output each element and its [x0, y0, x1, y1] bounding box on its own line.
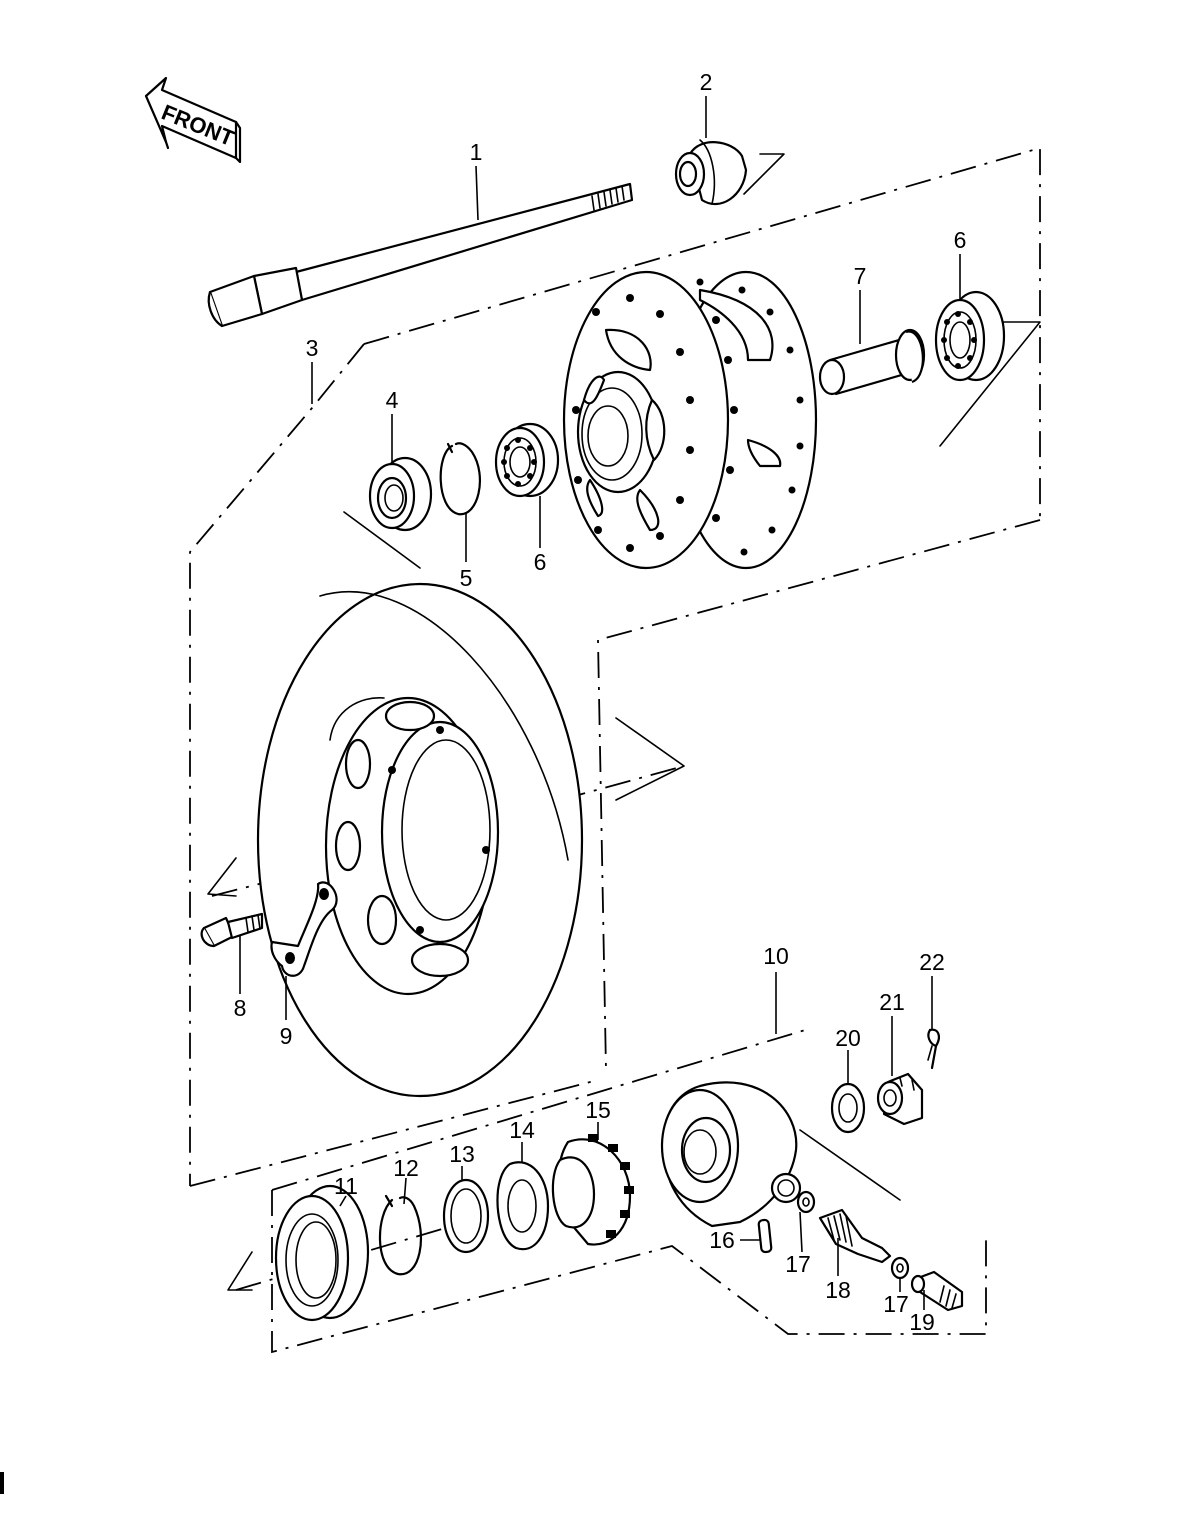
callout-4: 4 [386, 387, 399, 413]
callout-14: 14 [509, 1117, 535, 1143]
axle-washer [830, 1082, 866, 1134]
callout-1: 1 [470, 139, 483, 165]
callout-11: 11 [334, 1173, 358, 1199]
small-washer-b [890, 1256, 910, 1280]
callout-2: 2 [700, 69, 713, 95]
ball-bearing-left [494, 422, 560, 498]
callout-20: 20 [835, 1025, 861, 1051]
callout-16: 16 [709, 1227, 735, 1253]
ball-bearing-right [934, 290, 1006, 382]
callout-5: 5 [460, 565, 473, 591]
callout-18: 18 [825, 1277, 851, 1303]
assembly-center-lines [189, 146, 1041, 1354]
brake-disc [256, 582, 584, 1098]
callout-15: 15 [585, 1097, 611, 1123]
callout-leader-lines [239, 96, 961, 1310]
small-washer-a [796, 1190, 816, 1214]
circlip [439, 442, 481, 516]
callout-13: 13 [449, 1141, 475, 1167]
gearbox-circlip [378, 1194, 422, 1276]
gearbox-washer [442, 1178, 490, 1254]
callout-17b: 17 [883, 1291, 909, 1317]
dowel-pin [757, 1218, 773, 1254]
gear-drive-plate [496, 1161, 550, 1251]
hub-spacer [818, 328, 926, 396]
lock-washer-plate [270, 881, 338, 977]
pinion-shaft [818, 1208, 892, 1264]
callout-7: 7 [854, 263, 867, 289]
axle-collar [674, 139, 748, 206]
callout-10: 10 [763, 943, 789, 969]
callout-21: 21 [879, 989, 905, 1015]
callout-6b: 6 [954, 227, 967, 253]
oil-seal [368, 456, 433, 532]
callout-6a: 6 [534, 549, 547, 575]
cotter-pin [927, 1028, 940, 1070]
wheel-hub [562, 270, 818, 570]
speedometer-drive-gear [551, 1134, 634, 1246]
callout-8: 8 [234, 995, 247, 1021]
callout-3: 3 [306, 335, 319, 361]
callout-9: 9 [280, 1023, 293, 1049]
edge-mark [0, 1472, 4, 1494]
callout-19: 19 [909, 1309, 935, 1335]
speedometer-gear-housing [660, 1081, 802, 1228]
cable-bushing [910, 1270, 964, 1312]
disc-bolt [200, 912, 264, 948]
callout-17a: 17 [785, 1251, 811, 1277]
callout-12: 12 [393, 1155, 419, 1181]
callout-numbers: 1 2 3 4 5 6 6 7 8 9 10 11 12 13 14 15 16… [234, 69, 967, 1335]
callout-22: 22 [919, 949, 945, 975]
axle [207, 182, 634, 328]
gearbox-oil-seal [274, 1184, 370, 1322]
castle-nut [876, 1072, 924, 1126]
front-direction-arrow: FRONT [144, 76, 242, 164]
